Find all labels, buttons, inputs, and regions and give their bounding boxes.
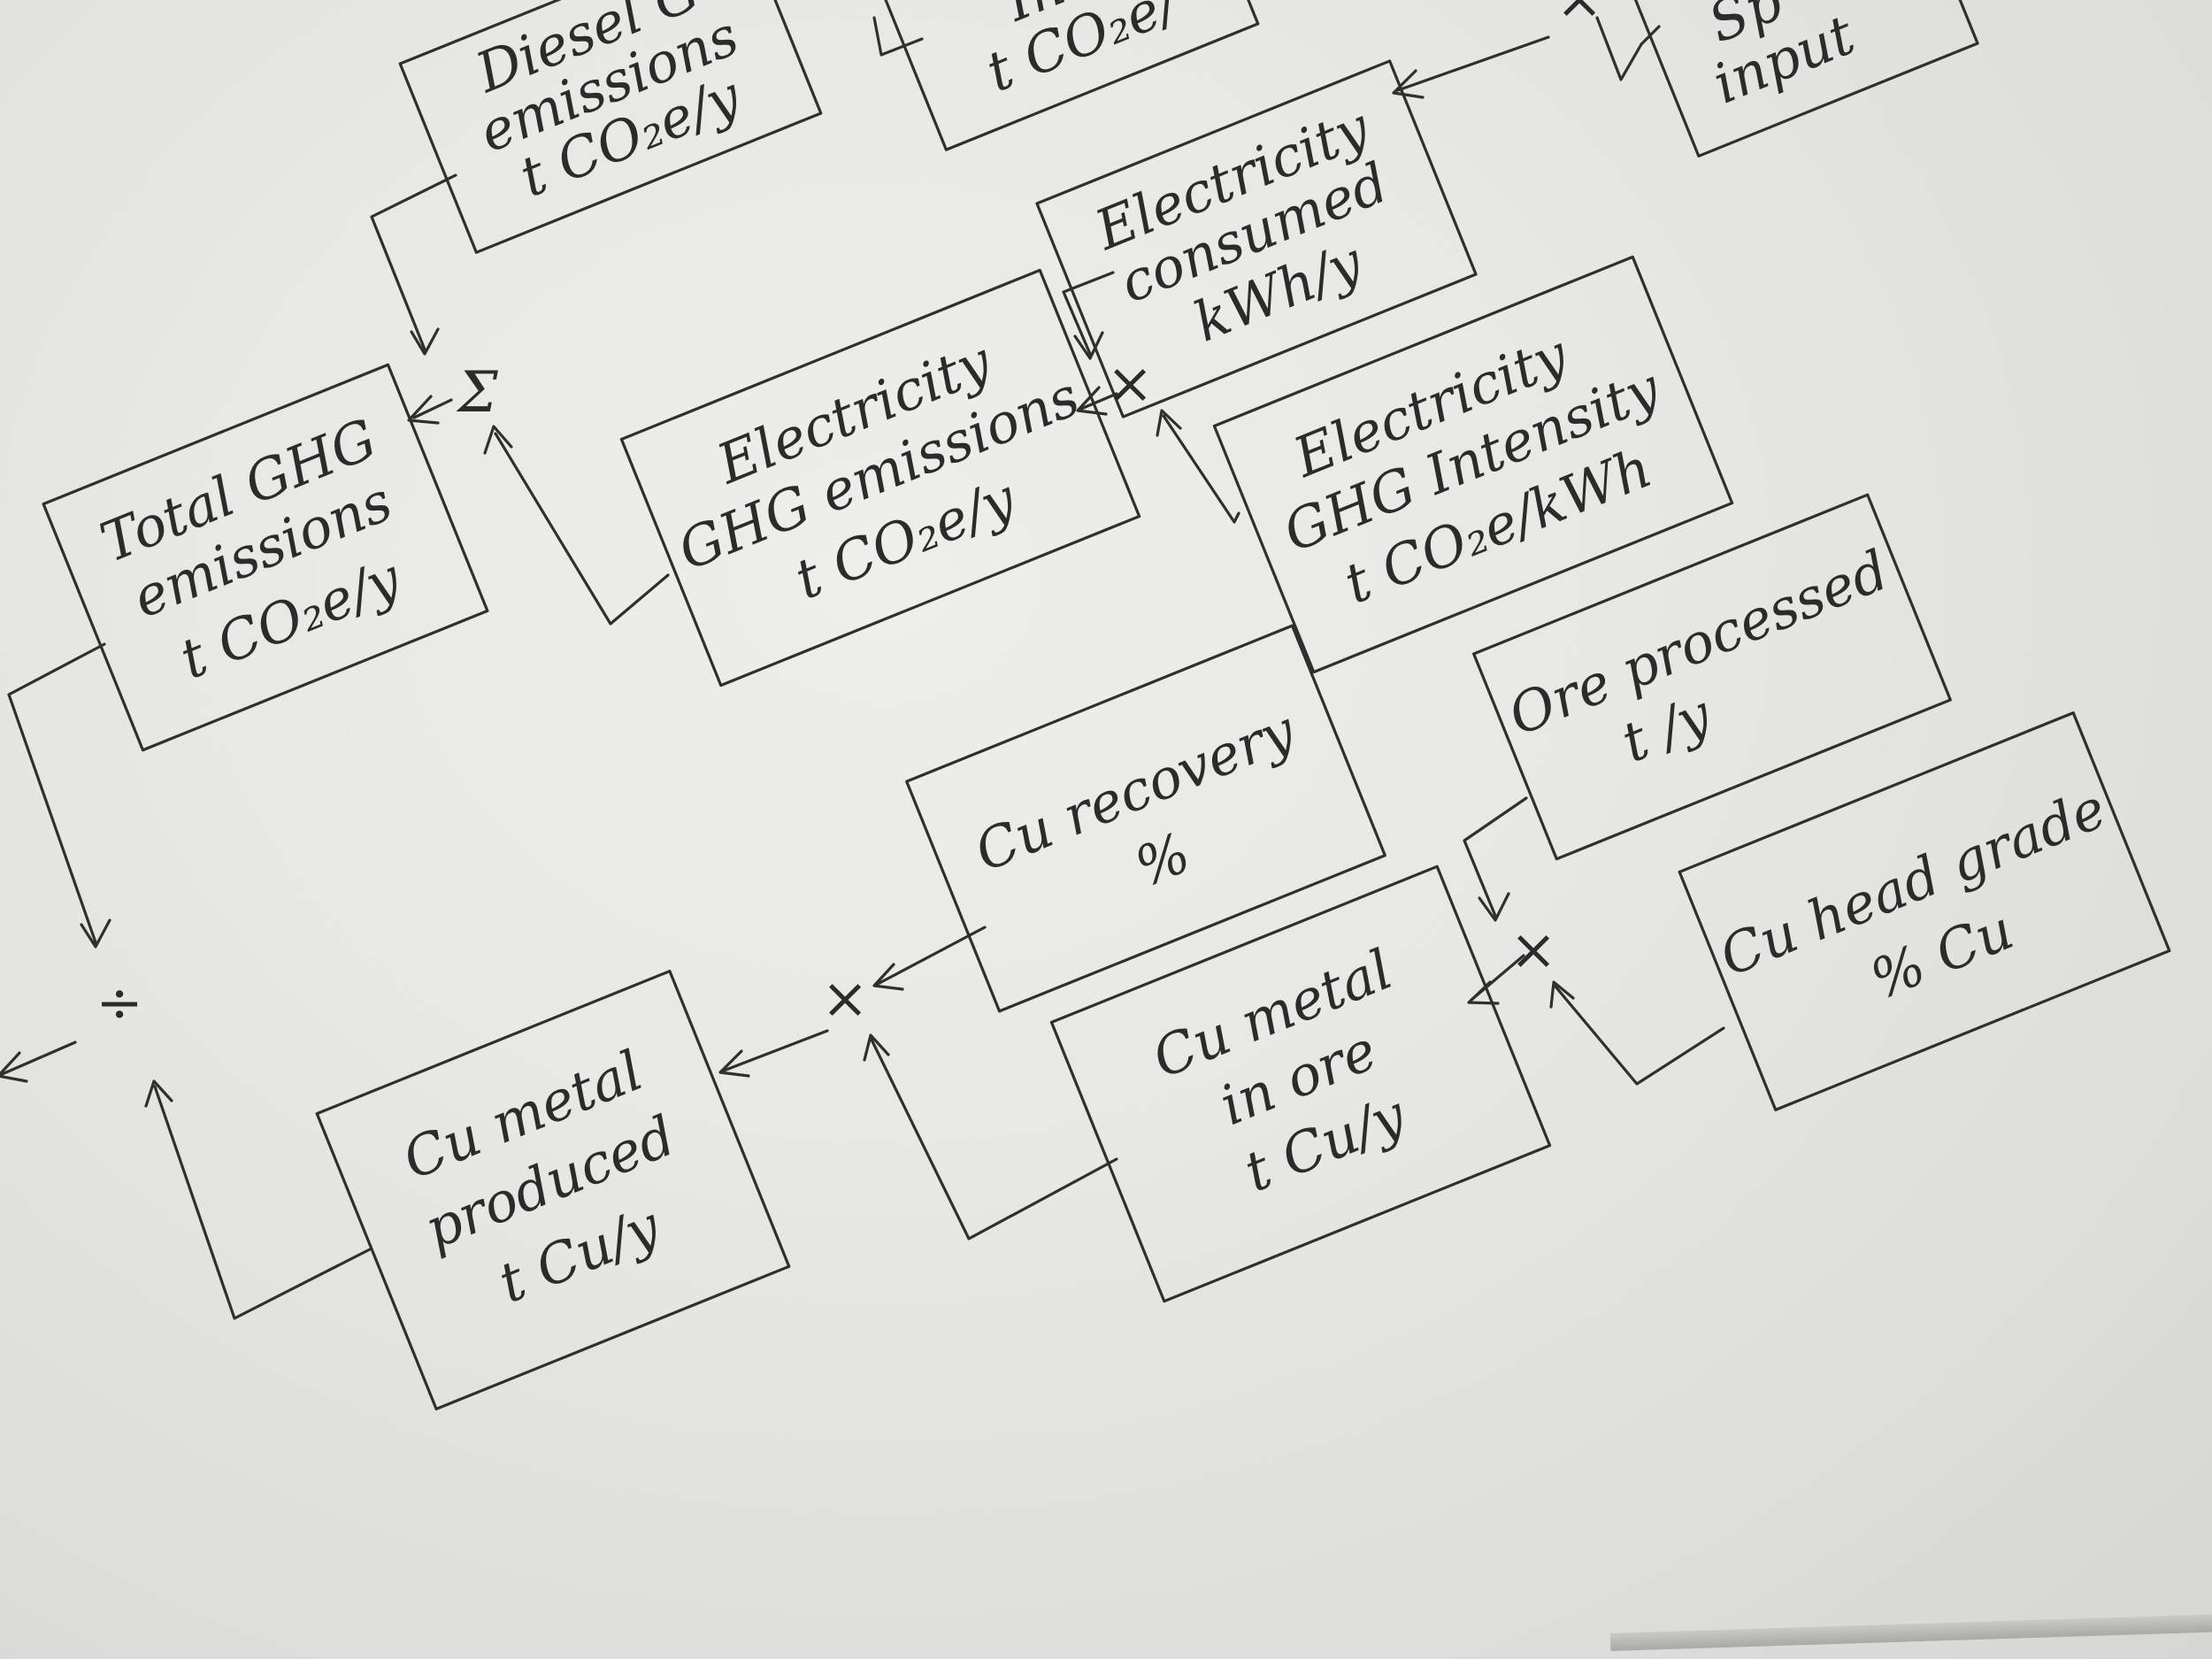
divide-operator: ÷ (96, 971, 143, 1036)
box-cu-head-grade: Cu head grade % Cu (1678, 711, 2171, 1111)
box-electricity-ghg: Electricity GHG emissions t CO₂e/y (619, 268, 1141, 687)
box-ore-processed: Ore processed t /y (1472, 493, 1952, 861)
box-cu-recovery: Cu recovery % (905, 624, 1386, 1013)
box-sp-input: Sp input (1631, 0, 1979, 158)
multiply-operator-top: × (1555, 0, 1603, 32)
multiply-operator-recovery: × (821, 966, 869, 1032)
multiply-operator-electricity: × (1106, 351, 1154, 417)
box-intensity-top-line-2: t CO₂e/ (978, 0, 1191, 104)
sum-operator: Σ (456, 360, 498, 426)
box-cu-metal-produced: Cu metal produced t Cu/y (315, 969, 791, 1411)
multiply-operator-ore: × (1509, 918, 1557, 983)
box-cu-metal-in-ore: Cu metal in ore t Cu/y (1049, 864, 1552, 1303)
box-electricity-consumed: Electricity consumed kWh/y (1035, 59, 1478, 419)
box-cu-recovery-line-2: % (1126, 820, 1199, 900)
connector-lines (0, 16, 1725, 1320)
box-intensity-top: Inte t CO₂e/ (881, 0, 1260, 151)
box-diesel-ghg: Diesel G emissions t CO₂e/y (398, 0, 823, 254)
